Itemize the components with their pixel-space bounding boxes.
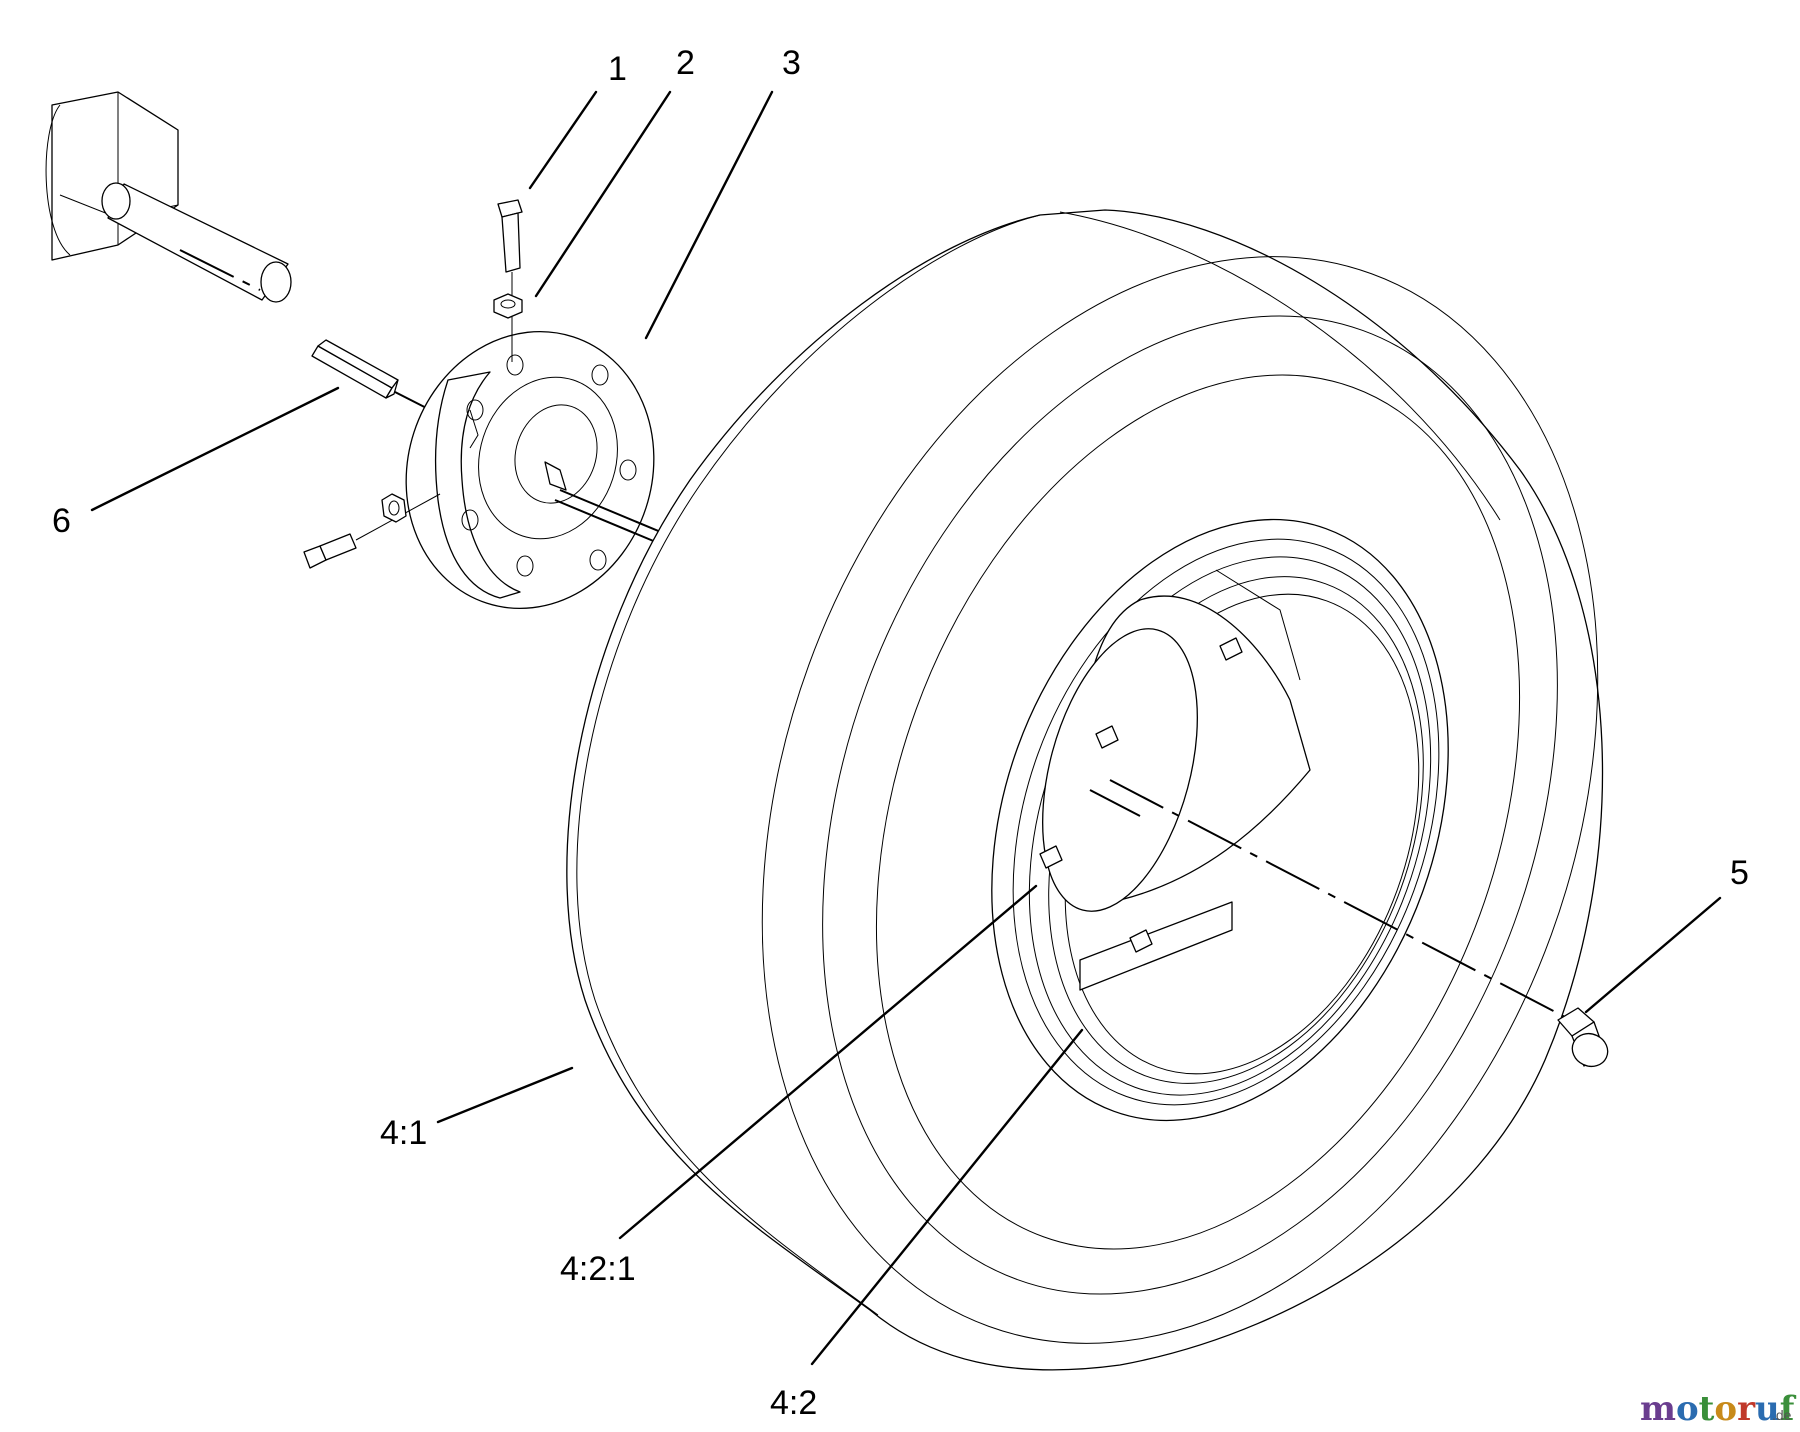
callout-1: 1: [608, 50, 627, 88]
logo-letter: o: [1714, 1389, 1737, 1429]
leader-2: [534, 90, 672, 298]
rim: [991, 518, 1449, 1122]
wheel-hub: [405, 330, 655, 610]
leader-1: [528, 90, 598, 190]
logo-letter: f: [1780, 1389, 1797, 1429]
axle-shaft: [101, 182, 292, 303]
motoruf-logo: motoruf .de: [1640, 1389, 1797, 1429]
leader-3: [644, 90, 774, 340]
callout-4-1: 4:1: [380, 1114, 427, 1152]
shaft-key: [311, 339, 399, 399]
logo-letter: u: [1755, 1389, 1780, 1429]
logo-letter: t: [1699, 1389, 1715, 1429]
leader-4-2: [810, 1028, 1084, 1366]
callout-6: 6: [52, 502, 71, 540]
callout-2: 2: [676, 44, 695, 82]
callout-5: 5: [1730, 854, 1749, 892]
callout-3: 3: [782, 44, 801, 82]
set-screw-side: [303, 493, 441, 569]
logo-letter: r: [1737, 1389, 1756, 1429]
valve-stem: [1557, 1007, 1609, 1068]
set-screw-top: [497, 199, 523, 362]
jam-nut-top: [493, 293, 523, 319]
callout-4-2: 4:2: [770, 1384, 817, 1422]
callout-4-2-1: 4:2:1: [560, 1250, 636, 1288]
leader-5: [1584, 896, 1722, 1014]
leader-4-1: [436, 1066, 574, 1124]
jam-nut-side: [381, 493, 407, 523]
logo-letter: o: [1676, 1389, 1699, 1429]
leader-4-2-1: [618, 884, 1038, 1240]
leader-6: [90, 386, 340, 512]
logo-letter: m: [1640, 1389, 1676, 1429]
svg-text:motoruf: motoruf: [1640, 1389, 1797, 1429]
logo-suffix: .de: [1772, 1407, 1792, 1423]
